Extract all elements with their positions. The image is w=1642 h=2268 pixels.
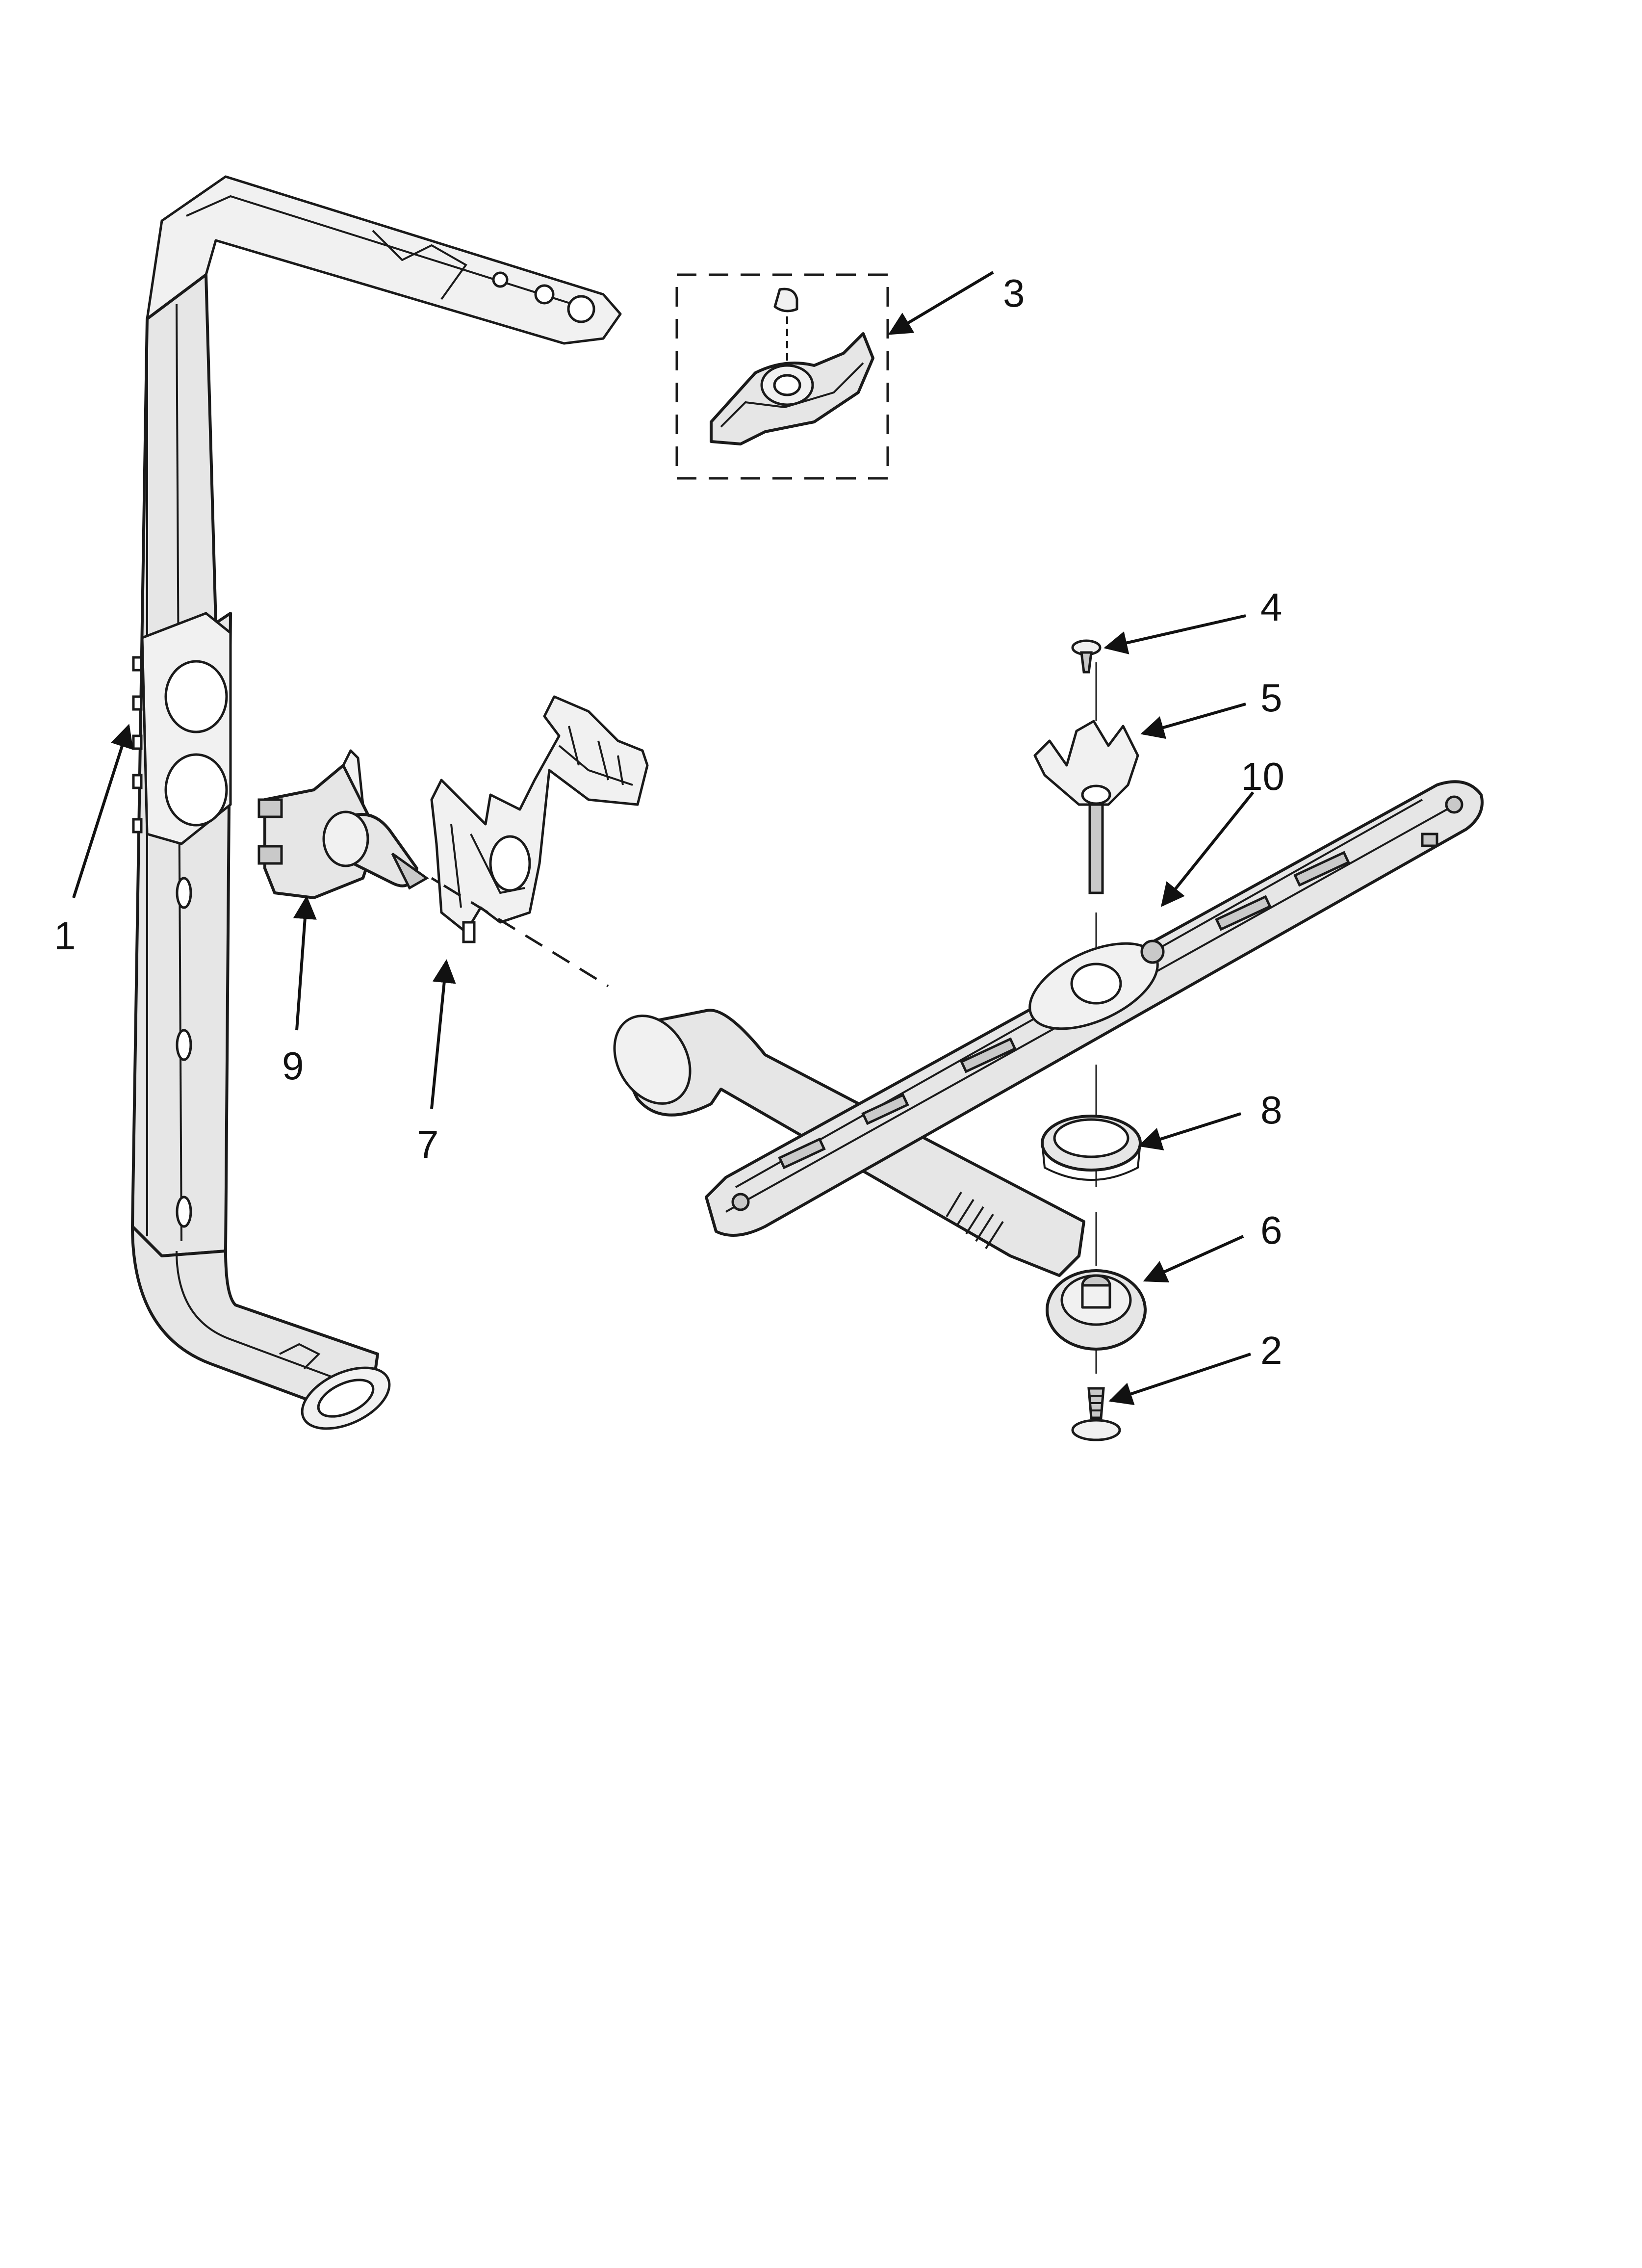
screw-part-4 xyxy=(1071,639,1102,674)
retainer-part-5 xyxy=(1033,720,1139,894)
spray-arm-part-10 xyxy=(705,780,1484,1237)
callout-5: 5 xyxy=(1260,676,1283,720)
callout-10: 10 xyxy=(1241,755,1284,798)
callout-labels: 1 3 4 5 10 8 6 2 9 7 xyxy=(54,271,1284,1372)
callout-7: 7 xyxy=(417,1122,439,1166)
callout-1: 1 xyxy=(54,914,76,958)
supply-tube-part-1 xyxy=(131,175,622,1430)
callout-4: 4 xyxy=(1260,585,1283,629)
callout-9: 9 xyxy=(282,1044,304,1088)
callout-2: 2 xyxy=(1260,1329,1283,1372)
clip-kit-part-3 xyxy=(675,273,889,480)
bracket-part-7 xyxy=(430,695,649,943)
callout-6: 6 xyxy=(1260,1208,1283,1252)
leader-lines xyxy=(72,271,1255,1406)
connector-part-9 xyxy=(257,749,445,899)
screw-part-2 xyxy=(1071,1387,1121,1441)
callout-8: 8 xyxy=(1260,1088,1283,1132)
ring-part-8 xyxy=(1041,1115,1142,1181)
callout-3: 3 xyxy=(1003,271,1025,315)
hub-part-6 xyxy=(1046,1269,1147,1351)
